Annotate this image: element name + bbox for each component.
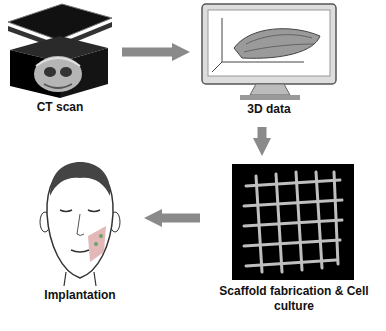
monitor-screen xyxy=(208,10,330,76)
arrow-heads xyxy=(144,218,200,219)
monitor-illustration xyxy=(202,4,336,100)
scaffold-illustration xyxy=(232,164,354,280)
panel-label: Scaffold fabrication & Cell culture xyxy=(206,284,382,314)
scanner-panel: CT scan xyxy=(4,2,116,119)
strut xyxy=(296,172,302,270)
eye-socket xyxy=(44,67,56,77)
mouth xyxy=(71,250,89,252)
implant-dot xyxy=(99,234,103,238)
skull xyxy=(34,56,82,92)
scaffold-photo xyxy=(232,164,354,280)
strut xyxy=(256,176,262,272)
strut xyxy=(316,172,322,268)
mesh-lines xyxy=(244,35,314,52)
monitor-base xyxy=(240,95,300,100)
mesh-surface xyxy=(234,29,320,59)
scaffold-lattice xyxy=(244,172,342,272)
axis xyxy=(222,18,223,62)
strut xyxy=(276,174,282,272)
panel-label: Implantation xyxy=(22,288,138,303)
strut xyxy=(244,240,340,246)
implant-patch xyxy=(88,226,106,262)
panel-label: CT scan xyxy=(4,100,116,115)
arrow-heads xyxy=(122,52,190,53)
flow-arrow xyxy=(122,52,190,53)
flow-arrow xyxy=(144,218,200,219)
closed-eyes xyxy=(60,210,100,212)
panel-label: 3D data xyxy=(196,102,342,117)
ct-scanner-illustration xyxy=(8,4,112,98)
scaffold-panel: Scaffold fabrication & Cell culture xyxy=(206,162,382,318)
implant-dot xyxy=(94,242,98,246)
hair xyxy=(50,162,110,196)
axis xyxy=(212,62,222,72)
neck xyxy=(64,272,96,286)
strut xyxy=(246,180,340,186)
arrow-shaft xyxy=(258,127,267,142)
implant-panel: Implantation xyxy=(22,158,138,307)
jaw xyxy=(44,84,72,88)
nose xyxy=(77,214,84,236)
data-panel: 3D data xyxy=(196,0,342,121)
monitor-stand xyxy=(250,84,290,95)
flow-arrow xyxy=(262,127,263,156)
arrow-shaft xyxy=(158,214,200,223)
axis xyxy=(222,62,304,63)
skull-highlight xyxy=(36,58,80,66)
monitor-body xyxy=(202,4,336,84)
arrow-shaft xyxy=(122,48,176,57)
strut xyxy=(334,172,338,264)
face-illustration xyxy=(40,162,120,286)
eye-socket xyxy=(60,67,72,77)
arrow-heads xyxy=(262,127,263,156)
